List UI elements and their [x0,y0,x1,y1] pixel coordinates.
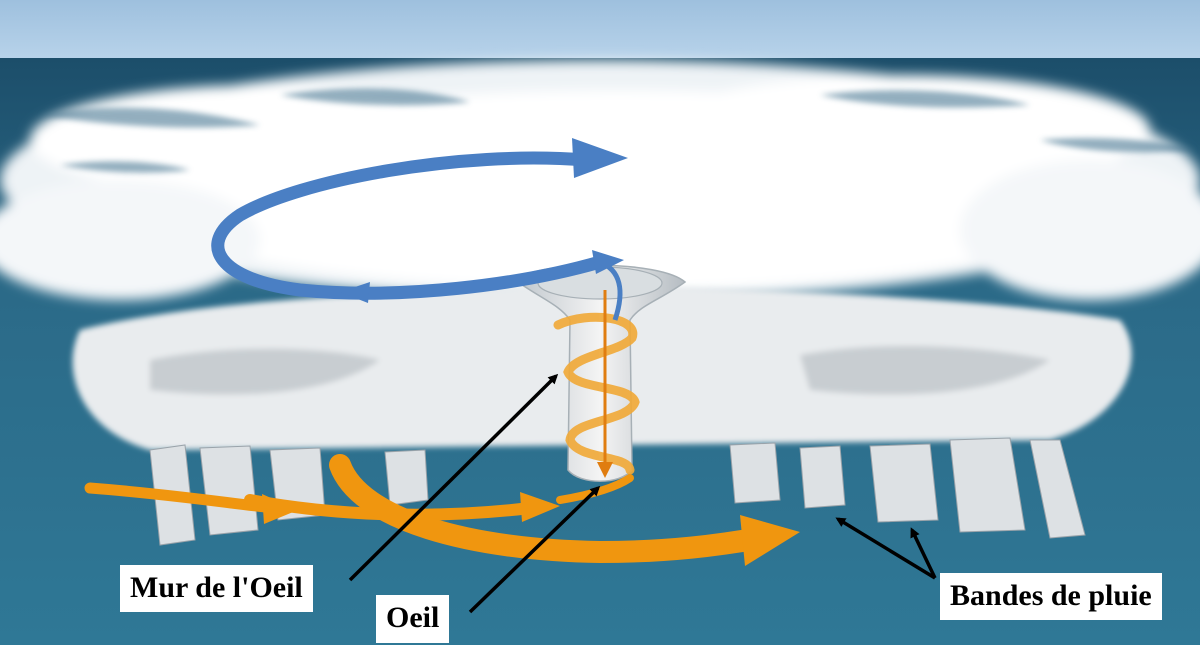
sky [0,0,1200,60]
cloud-streaks [40,88,1195,173]
eyewall-label: Mur de l'Oeil [120,565,313,612]
pointer-eyewall [348,373,559,582]
eye-label: Oeil [376,595,450,643]
pointer-rainband-1 [835,517,936,580]
eye-axis-head [597,462,613,478]
pointer-rainband-2 [910,527,937,579]
rainband-columns [149,437,1086,546]
pointer-arrows [348,373,937,614]
inflow-arrow-icon [84,454,800,566]
pointer-eye [468,485,601,614]
eye-spiral-icon [553,312,640,475]
cloud-shield [0,60,1200,300]
rainbands-label: Bandes de pluie [940,573,1162,620]
outflow-arrow-icon [211,138,628,321]
